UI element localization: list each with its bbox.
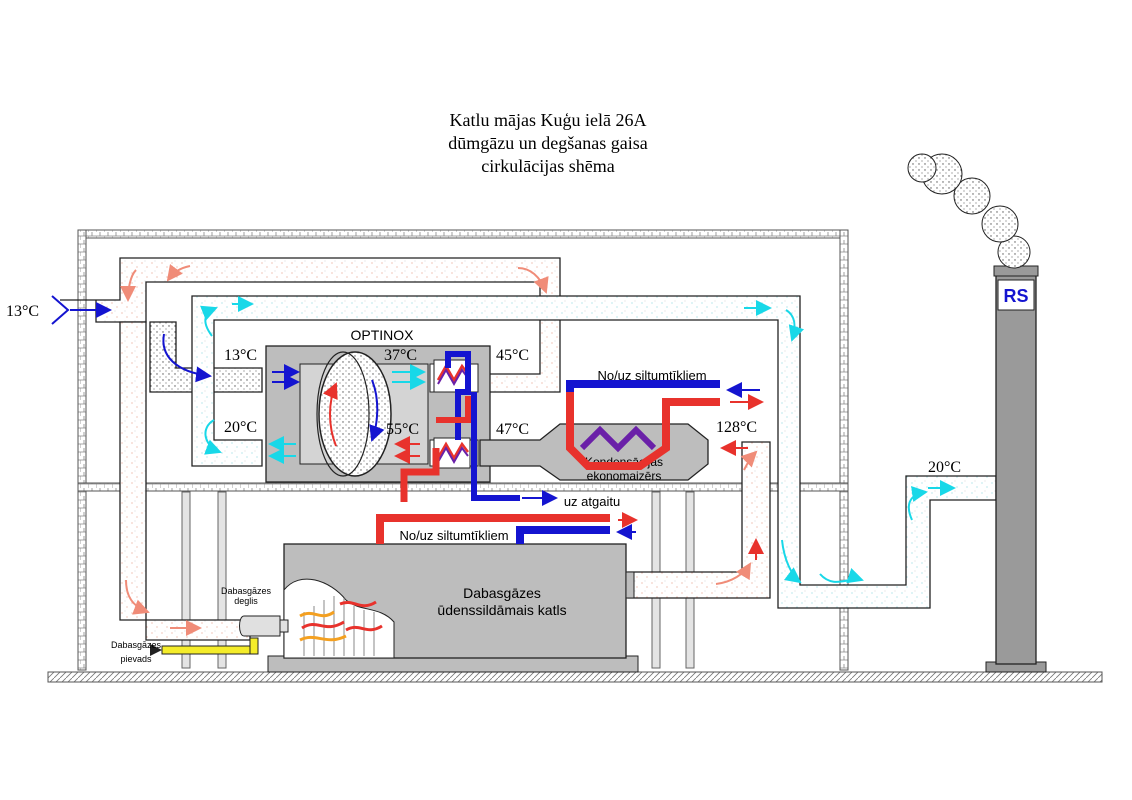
chimney-temp-label: 20°C bbox=[928, 459, 961, 476]
gas-supply-label-2: pievads bbox=[120, 654, 152, 664]
temperature-labels: 13°C 13°C 37°C 45°C 20°C 55°C 47°C 128°C… bbox=[6, 303, 961, 476]
inlet-temp-label: 13°C bbox=[6, 303, 39, 320]
to-return-label: uz atgaitu bbox=[564, 494, 620, 509]
title-line-3: cirkulācijas shēma bbox=[481, 156, 614, 176]
recup-in-cold-label: 13°C bbox=[224, 347, 257, 364]
recup-out-warm-label: 37°C bbox=[384, 347, 417, 364]
burner-label-1: Dabasgāzes bbox=[221, 586, 272, 596]
optinox-label: OPTINOX bbox=[350, 327, 414, 343]
gas-supply-line: Dabasgāzes pievads bbox=[111, 637, 259, 664]
burner-label-2: deglis bbox=[234, 596, 258, 606]
recup-cold-out-label: 20°C bbox=[224, 419, 257, 436]
after-economizer-in-label: 47°C bbox=[496, 421, 529, 438]
heat-network-upper: No/uz siltumtīkliem bbox=[566, 368, 764, 470]
exhaust-air-duct bbox=[191, 295, 997, 609]
boiler: Dabasgāzes ūdenssildāmais katls bbox=[267, 543, 639, 673]
condensing-economizer: Kondensācijas ekonomaizērs bbox=[479, 423, 709, 483]
heat-network-top-label: No/uz siltumtīkliem bbox=[597, 368, 706, 383]
cold-air-duct bbox=[149, 321, 263, 393]
boiler-flue-temp-label: 128°C bbox=[716, 419, 757, 436]
economizer-label-2: ekonomaizērs bbox=[587, 469, 662, 483]
flame-icon bbox=[299, 600, 383, 642]
chimney: RS bbox=[907, 153, 1047, 673]
burner: Dabasgāzes deglis bbox=[221, 586, 289, 637]
diagram-title: Katlu mājas Kuģu ielā 26A dūmgāzu un deg… bbox=[448, 110, 647, 176]
building-walls bbox=[77, 229, 849, 671]
boiler-label-2: ūdenssildāmais katls bbox=[437, 602, 566, 618]
gas-supply-label-1: Dabasgāzes bbox=[111, 640, 162, 650]
ground bbox=[47, 671, 1103, 683]
logo: RS bbox=[1003, 286, 1028, 306]
boiler-label-1: Dabasgāzes bbox=[463, 585, 541, 601]
title-line-2: dūmgāzu un degšanas gaisa bbox=[448, 133, 647, 153]
smoke bbox=[907, 153, 1031, 269]
flow-arrows bbox=[51, 264, 956, 636]
title-line-1: Katlu mājas Kuģu ielā 26A bbox=[450, 110, 647, 130]
heat-network-lower: No/uz siltumtīkliem uz atgaitu bbox=[376, 351, 638, 544]
heat-network-bottom-label: No/uz siltumtīkliem bbox=[399, 528, 508, 543]
recup-hot-in-label: 55°C bbox=[386, 421, 419, 438]
exhaust-after-recup-label: 45°C bbox=[496, 347, 529, 364]
heat-exchangers bbox=[433, 359, 471, 469]
